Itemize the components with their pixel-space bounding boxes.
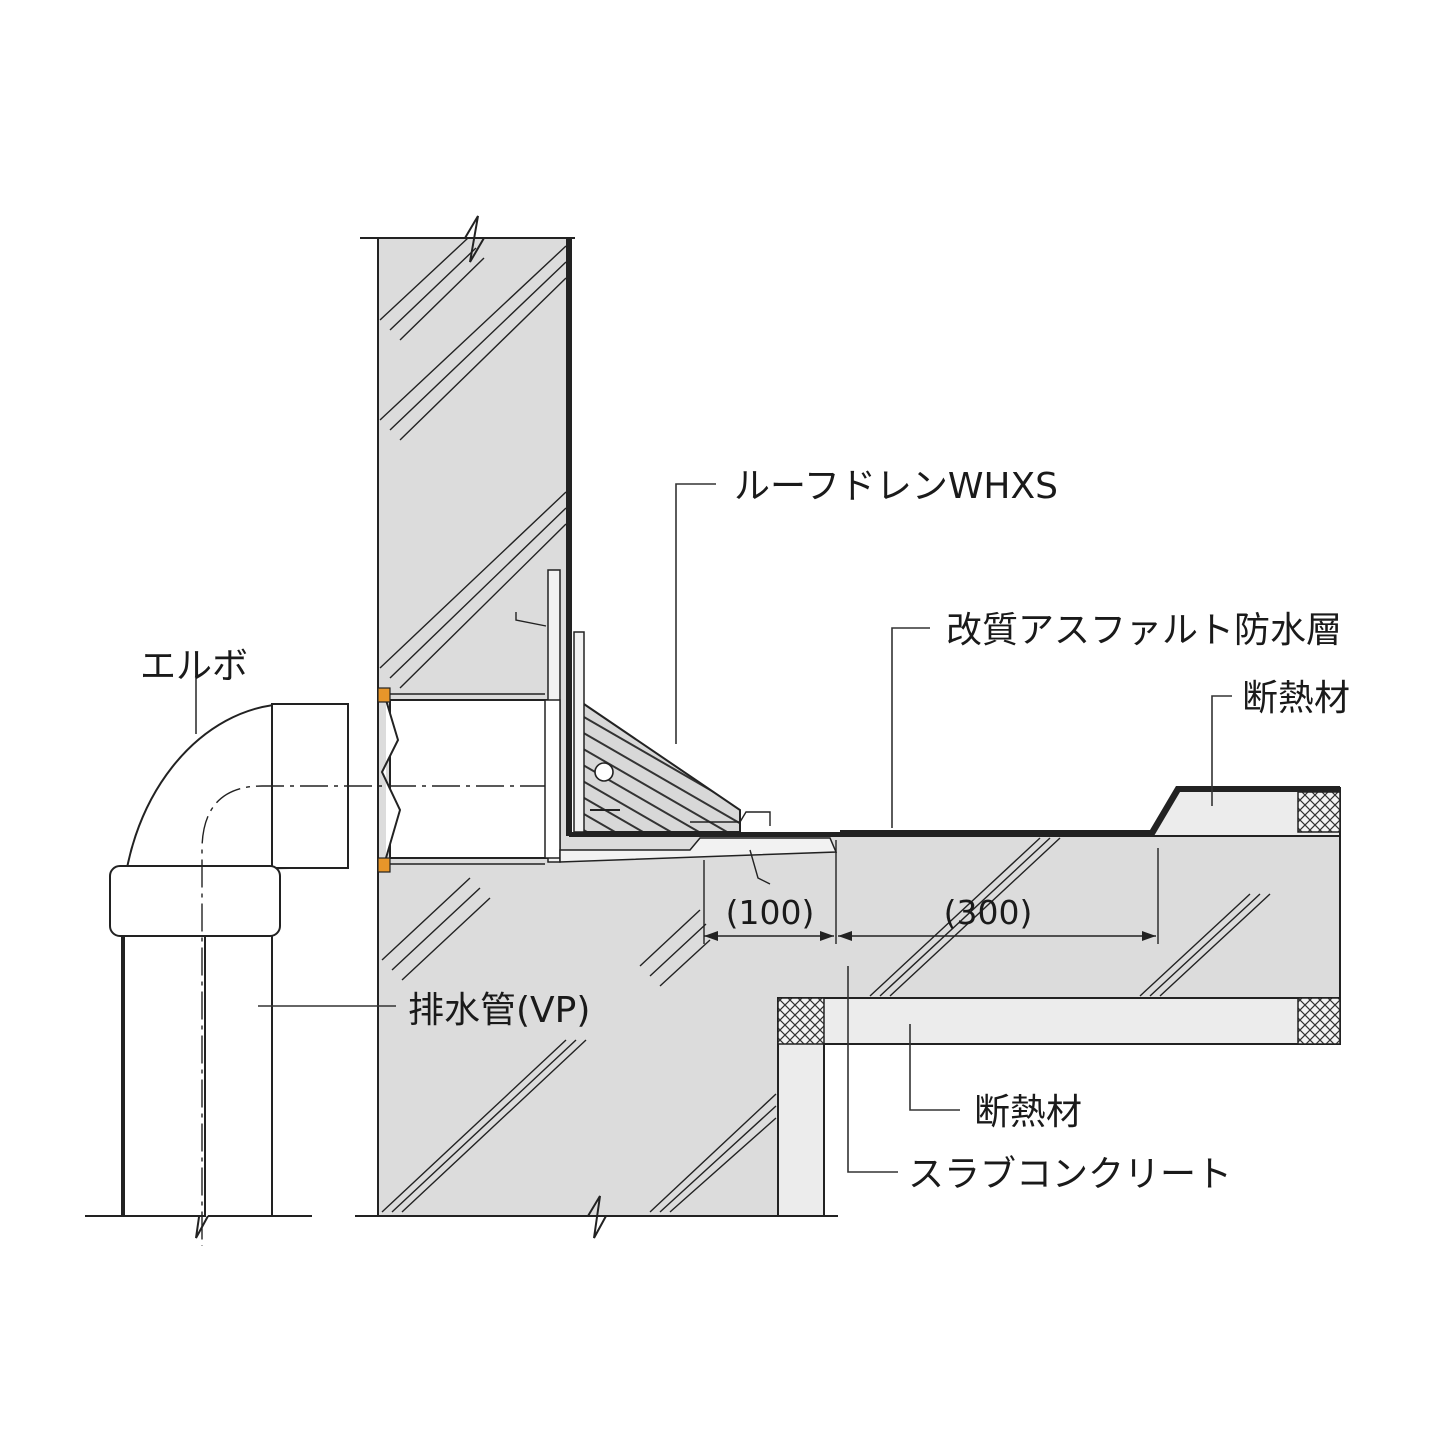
label-insulation-top: 断熱材 bbox=[1242, 678, 1350, 719]
label-drain-pipe: 排水管(VP) bbox=[408, 990, 590, 1031]
seal-top bbox=[377, 687, 391, 703]
elbow-fitting bbox=[109, 703, 548, 1246]
label-insulation-bottom: 断熱材 bbox=[974, 1092, 1082, 1133]
bottom-insulation bbox=[777, 997, 1341, 1217]
roof-drain-body bbox=[515, 569, 838, 885]
top-insulation bbox=[1150, 787, 1341, 837]
waterproof-membrane bbox=[566, 238, 1340, 836]
concrete-hatch bbox=[379, 237, 1271, 1213]
leader-lines bbox=[195, 483, 1232, 1173]
label-roof-drain: ルーフドレンWHXS bbox=[734, 466, 1058, 507]
dimension-300: (300) bbox=[944, 893, 1033, 932]
dimension-lines bbox=[703, 840, 1159, 944]
label-elbow: エルボ bbox=[140, 646, 248, 687]
drain-pipe-horizontal bbox=[377, 687, 549, 873]
label-slab-concrete: スラブコンクリート bbox=[908, 1154, 1232, 1195]
label-waterproof-layer: 改質アスファルト防水層 bbox=[946, 610, 1342, 651]
seal-bottom bbox=[377, 857, 391, 873]
dimension-100: (100) bbox=[726, 893, 815, 932]
